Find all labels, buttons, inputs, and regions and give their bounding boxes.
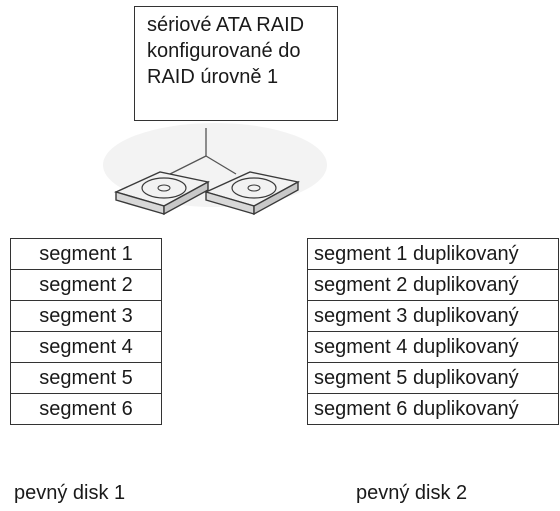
disk2-label: pevný disk 2 xyxy=(356,482,468,504)
disk1-segment-cell: segment 5 xyxy=(10,362,162,394)
disk2-segment-cell: segment 1 duplikovaný xyxy=(307,238,559,270)
disk1-segment-cell: segment 3 xyxy=(10,300,162,332)
disk2-segment-cell: segment 3 duplikovaný xyxy=(307,300,559,332)
disk2-segment-cell: segment 4 duplikovaný xyxy=(307,331,559,363)
raid-illustration xyxy=(103,123,327,216)
table-row: segment 6 xyxy=(10,393,162,425)
table-row: segment 5 duplikovaný xyxy=(307,362,559,394)
disk2-segment-cell: segment 6 duplikovaný xyxy=(307,393,559,425)
disk1-segment-table: segment 1 segment 2 segment 3 segment 4 … xyxy=(10,238,162,425)
table-row: segment 1 duplikovaný xyxy=(307,238,559,270)
disk2-segment-table: segment 1 duplikovaný segment 2 duplikov… xyxy=(307,238,559,425)
table-row: segment 3 duplikovaný xyxy=(307,300,559,332)
raid-title-line-3: RAID úrovně 1 xyxy=(147,66,279,88)
raid-title-line-1: sériové ATA RAID xyxy=(147,14,305,36)
table-row: segment 6 duplikovaný xyxy=(307,393,559,425)
hard-drive-icon xyxy=(113,171,211,216)
disk1-segment-cell: segment 1 xyxy=(10,238,162,270)
disk1-segment-cell: segment 6 xyxy=(10,393,162,425)
connector-lines xyxy=(169,128,237,175)
disk1-label: pevný disk 1 xyxy=(14,482,126,504)
disk1-segment-cell: segment 4 xyxy=(10,331,162,363)
table-row: segment 5 xyxy=(10,362,162,394)
table-row: segment 2 duplikovaný xyxy=(307,269,559,301)
table-row: segment 3 xyxy=(10,300,162,332)
disk1-segment-cell: segment 2 xyxy=(10,269,162,301)
raid-title-box: sériové ATA RAID konfigurované do RAID ú… xyxy=(134,6,338,121)
raid-title-line-2: konfigurované do xyxy=(147,40,301,62)
table-row: segment 4 xyxy=(10,331,162,363)
table-row: segment 1 xyxy=(10,238,162,270)
disk2-segment-cell: segment 2 duplikovaný xyxy=(307,269,559,301)
table-row: segment 4 duplikovaný xyxy=(307,331,559,363)
table-row: segment 2 xyxy=(10,269,162,301)
hard-drive-icon xyxy=(203,171,301,216)
disk2-segment-cell: segment 5 duplikovaný xyxy=(307,362,559,394)
